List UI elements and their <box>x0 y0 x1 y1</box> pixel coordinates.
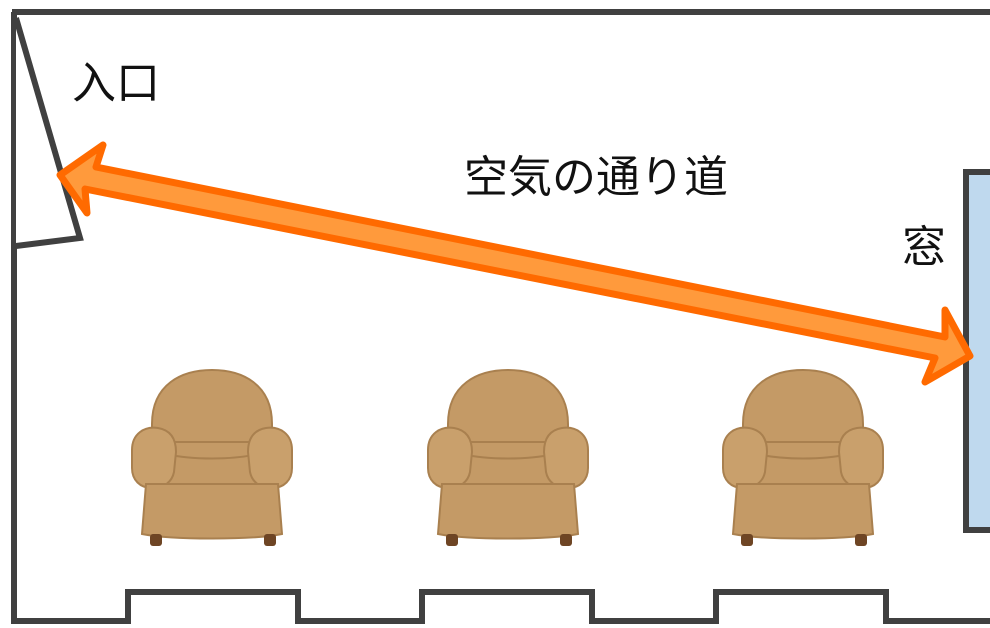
armchair-1 <box>131 369 293 547</box>
armchair-3 <box>722 369 884 547</box>
airflow-label: 空気の通り道 <box>464 152 728 203</box>
armchair-2 <box>427 369 589 547</box>
low-table-2 <box>419 589 595 628</box>
entrance-door <box>13 17 84 249</box>
airflow-arrow <box>56 141 974 386</box>
low-table-1 <box>125 589 301 628</box>
low-table-3 <box>713 589 889 628</box>
window-label: 窓 <box>902 222 946 273</box>
entrance-label: 入口 <box>72 58 160 109</box>
